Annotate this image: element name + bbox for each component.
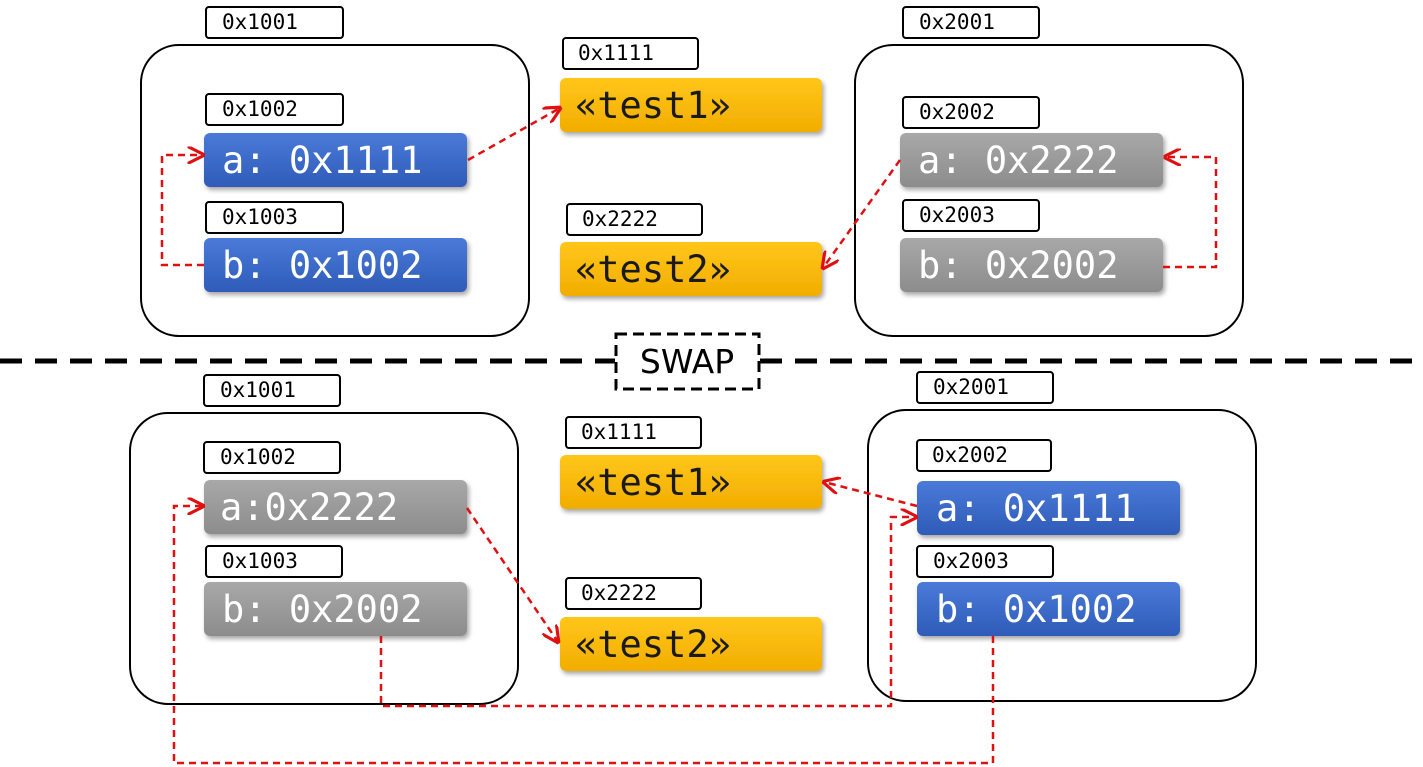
- top-right-a-cell: [900, 133, 1163, 187]
- bottom-left-b-addr: 0x1003: [222, 549, 298, 573]
- top-left-b-cell: [204, 238, 467, 292]
- arrow-bottom-right-b-to-left-a: [172, 506, 995, 765]
- top-str1-addr: 0x1111: [578, 41, 654, 65]
- top-right-object-frame: [854, 44, 1244, 337]
- bottom-right-b-value: b: 0x1002: [936, 588, 1136, 631]
- bottom-left-object-frame: [129, 412, 519, 705]
- bottom-left-a-addr-box: [203, 441, 341, 474]
- bottom-left-b-cell: [204, 582, 467, 636]
- bottom-right-b-cell: [917, 582, 1180, 636]
- top-left-object-frame: [140, 44, 530, 337]
- bottom-right-a-addr-box: [916, 439, 1052, 472]
- bottom-str2-addr-box: [565, 577, 702, 610]
- arrow-top-right-b-to-a: [1163, 157, 1218, 269]
- top-left-a-addr: 0x1002: [222, 97, 298, 121]
- top-str2-addr-box: [566, 203, 703, 236]
- bottom-str1-cell: [560, 455, 822, 509]
- bottom-right-a-cell: [917, 481, 1180, 535]
- bottom-right-b-addr-box: [916, 545, 1054, 578]
- arrow-bottom-right-a-to-str1: [824, 482, 918, 508]
- bottom-state: 0x1001 0x1002 a:0x2222 0x1003 b: 0x2002 …: [129, 371, 1257, 765]
- top-right-a-addr: 0x2002: [919, 100, 995, 124]
- arrow-top-right-a-to-str2: [823, 159, 902, 268]
- top-left-object-addr: 0x1001: [222, 10, 298, 34]
- top-str1-addr-box: [562, 37, 699, 70]
- top-left-object-addr-box: [205, 6, 344, 39]
- top-str1-cell: [560, 78, 822, 132]
- top-str1-value: «test1»: [575, 84, 731, 127]
- bottom-right-object-addr-box: [916, 371, 1054, 404]
- top-right-a-addr-box: [902, 96, 1040, 129]
- top-right-object-addr: 0x2001: [919, 10, 995, 34]
- top-left-a-addr-box: [205, 93, 344, 126]
- bottom-right-a-addr: 0x2002: [932, 443, 1008, 467]
- top-left-b-addr-box: [205, 201, 344, 234]
- top-str2-addr: 0x2222: [582, 207, 658, 231]
- bottom-str2-addr: 0x2222: [581, 581, 657, 605]
- top-right-b-addr: 0x2003: [919, 203, 995, 227]
- bottom-left-a-cell: [204, 480, 467, 534]
- top-left-b-addr: 0x1003: [222, 205, 298, 229]
- top-right-a-value: a: 0x2222: [918, 139, 1118, 182]
- bottom-right-b-addr: 0x2003: [933, 549, 1009, 573]
- top-str2-cell: [560, 242, 822, 296]
- bottom-str1-addr: 0x1111: [581, 420, 657, 444]
- swap-label-box: [614, 332, 761, 391]
- top-left-a-cell: [204, 133, 467, 187]
- bottom-str2-cell: [560, 617, 822, 671]
- bottom-left-object-addr: 0x1001: [220, 378, 296, 402]
- bottom-str2-value: «test2»: [575, 623, 731, 666]
- top-state: 0x1001 0x1002 a: 0x1111 0x1003 b: 0x1002…: [140, 6, 1244, 337]
- top-right-b-addr-box: [902, 199, 1040, 232]
- bottom-str1-addr-box: [565, 416, 702, 449]
- bottom-right-object-frame: [867, 409, 1257, 702]
- bottom-left-b-addr-box: [205, 545, 343, 578]
- bottom-left-b-value: b: 0x2002: [222, 588, 422, 631]
- arrow-top-left-a-to-str1: [467, 108, 560, 162]
- top-left-b-value: b: 0x1002: [222, 244, 422, 287]
- bottom-left-object-addr-box: [203, 374, 341, 407]
- arrow-bottom-left-a-to-str2: [465, 507, 558, 642]
- bottom-str1-value: «test1»: [575, 461, 731, 504]
- bottom-left-a-value: a:0x2222: [220, 486, 398, 529]
- top-right-object-addr-box: [902, 6, 1040, 39]
- bottom-right-object-addr: 0x2001: [933, 375, 1009, 399]
- arrow-top-left-b-to-a: [160, 155, 204, 267]
- bottom-right-a-value: a: 0x1111: [936, 487, 1136, 530]
- top-right-b-cell: [900, 238, 1163, 292]
- top-str2-value: «test2»: [575, 248, 731, 291]
- top-left-a-value: a: 0x1111: [222, 139, 422, 182]
- arrow-bottom-left-b-to-right-a: [379, 517, 916, 708]
- top-right-b-value: b: 0x2002: [918, 244, 1118, 287]
- bottom-left-a-addr: 0x1002: [220, 445, 296, 469]
- swap-label: SWAP: [640, 342, 734, 381]
